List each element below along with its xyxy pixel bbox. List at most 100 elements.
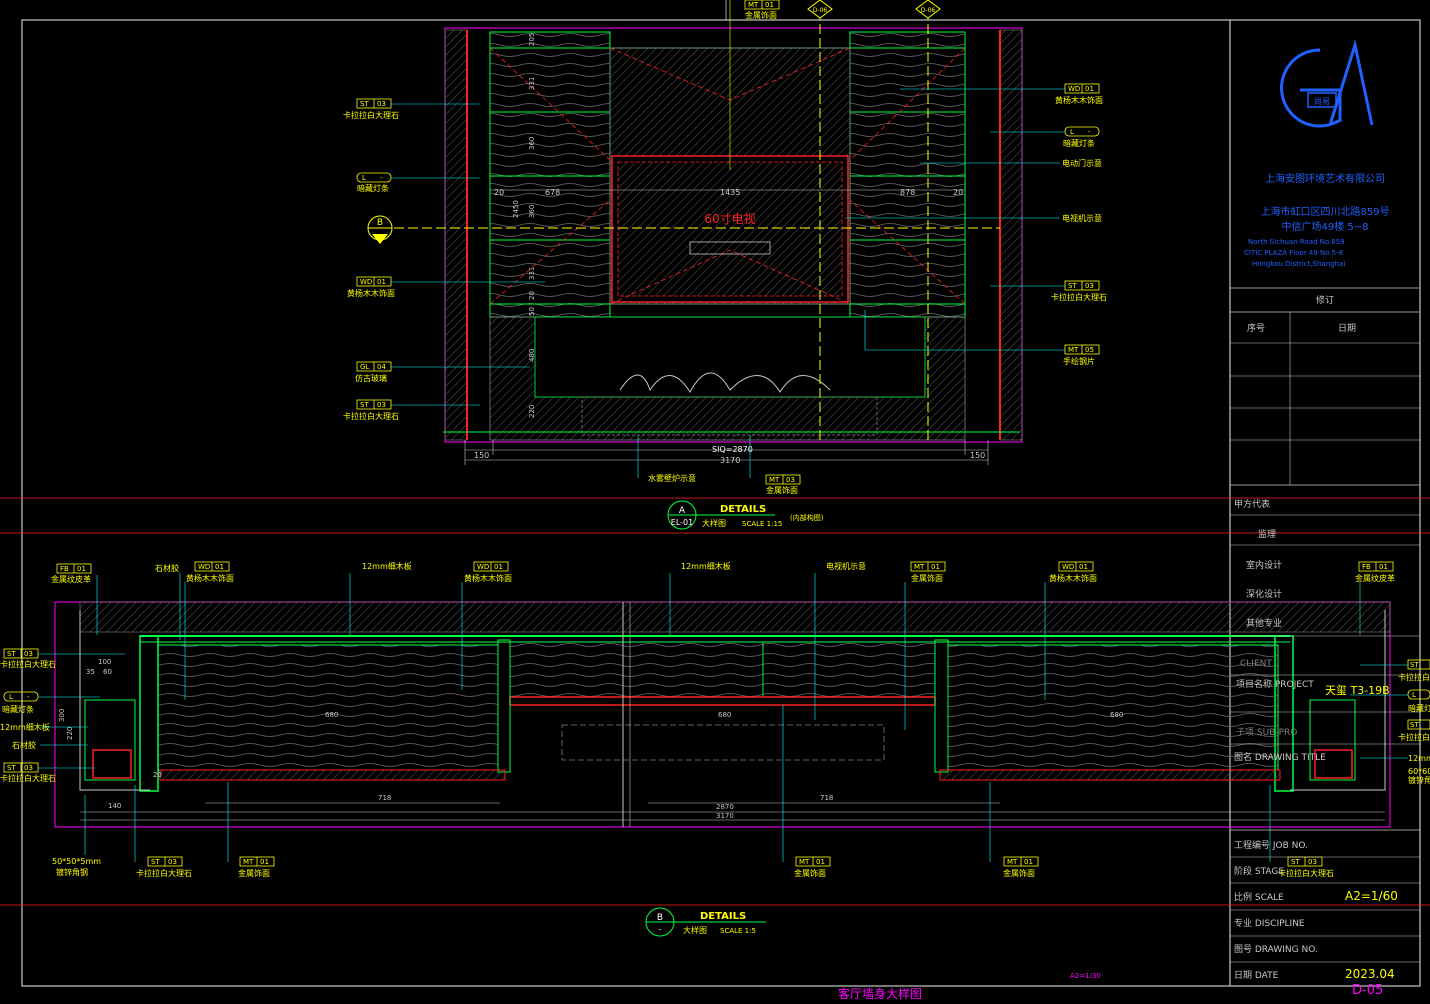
address-cn-2: 中信广场49楼 5~8: [1281, 220, 1368, 233]
dim-label: 331: [528, 77, 536, 90]
svg-text:WD: WD: [360, 278, 372, 286]
callouts-b-bottom: 50*50*5mm 镀锌角钢 ST 03 卡拉拉白大理石 MT 01 金属饰面 …: [52, 705, 1334, 878]
date-value: 2023.04: [1345, 967, 1395, 981]
title-a: A EL-01 DETAILS 大样图 SCALE 1:15 (内部构图): [667, 500, 824, 530]
dim-label: 150: [970, 451, 985, 460]
column-header-no: 序号: [1247, 322, 1265, 334]
svg-text:金属饰面: 金属饰面: [911, 573, 943, 583]
section-marker: D-06: [915, 0, 941, 19]
callouts-b-left: ST 03 卡拉拉白大理石 L - 暗藏灯条 12mm细木板 石材胶 ST 03…: [0, 648, 125, 783]
title-b: B - DETAILS 大样图 SCALE 1:5: [645, 907, 766, 937]
svg-text:金属纹皮革: 金属纹皮革: [1355, 573, 1395, 583]
dim-label: 150: [474, 451, 489, 460]
material-callout: FB 01 金属纹皮革: [51, 563, 98, 635]
material-callout: 水雾壁炉示意: [637, 435, 696, 483]
dim-label: 35: [86, 668, 95, 676]
svg-text:DETAILS: DETAILS: [720, 504, 766, 515]
svg-text:60*60*5mm: 60*60*5mm: [1408, 767, 1430, 776]
svg-text:-: -: [380, 174, 383, 182]
job-no-label: 工程编号 JOB NO.: [1234, 839, 1308, 851]
material-callout: MT 01 金属饰面: [904, 561, 946, 730]
address-cn: 上海市虹口区四川北路859号: [1260, 205, 1389, 218]
material-callout: 60*60*5mm 镀锌角钢: [1408, 767, 1430, 785]
svg-text:WD: WD: [198, 563, 210, 571]
svg-text:FB: FB: [60, 565, 69, 573]
address-en: CITIC PLAZA Floor 49 No.5-8: [1244, 249, 1343, 257]
material-callout: 12mm细木板: [349, 561, 412, 636]
dim-label: 220: [66, 727, 74, 740]
title-block: 尚易 上海安图环境艺术有限公司 上海市虹口区四川北路859号 中信广场49楼 5…: [1230, 39, 1420, 998]
title-row-label: 项目名称 PROJECT: [1236, 678, 1314, 690]
dim-label: 60: [103, 668, 112, 676]
svg-text:03: 03: [377, 401, 386, 409]
svg-text:03: 03: [1085, 282, 1094, 290]
svg-text:MT: MT: [1007, 858, 1018, 866]
svg-text:金属饰面: 金属饰面: [766, 485, 798, 495]
material-callout: 12mm细木板: [669, 561, 731, 636]
material-callout: 电动门示意: [920, 158, 1102, 168]
dim-label: 680: [1110, 711, 1123, 719]
material-callout: MT 01 金属饰面: [227, 782, 275, 878]
dim-label: 718: [820, 794, 833, 802]
svg-text:L: L: [1070, 128, 1074, 136]
svg-text:01: 01: [931, 563, 940, 571]
material-callout: 12mm细木板: [0, 722, 88, 732]
dim-label: 2870: [716, 803, 734, 811]
sheet-border: [21, 19, 1421, 987]
material-callout: 电视机示意: [845, 213, 1102, 223]
svg-text:石材胶: 石材胶: [12, 740, 36, 750]
svg-text:卡拉拉白大理石: 卡拉拉白大理石: [0, 659, 56, 669]
dim-label: 205: [528, 33, 536, 46]
svg-text:01: 01: [1024, 858, 1033, 866]
dim-label: 680: [325, 711, 338, 719]
svg-text:暗藏灯条: 暗藏灯条: [2, 704, 34, 714]
svg-text:B: B: [377, 218, 383, 228]
svg-text:金属饰面: 金属饰面: [745, 10, 777, 20]
material-callout: ST 03 卡拉拉白大理石: [134, 785, 192, 878]
svg-text:03: 03: [168, 858, 177, 866]
callouts-a-right: WD 01 黄杨木木饰面 L - 暗藏灯条 电动门示意 电视机示意 ST 03 …: [845, 83, 1107, 366]
svg-text:卡拉拉白大理石: 卡拉拉白大理石: [136, 868, 192, 878]
svg-text:暗藏灯条: 暗藏灯条: [1063, 138, 1095, 148]
svg-text:卡拉拉白大理石: 卡拉拉白大理石: [343, 110, 399, 120]
svg-text:卡拉拉白大理石: 卡拉拉白大理石: [1051, 292, 1107, 302]
svg-text:金属纹皮革: 金属纹皮革: [51, 574, 91, 584]
svg-text:-: -: [27, 693, 30, 701]
material-callout: MT 01 金属饰面: [989, 782, 1039, 878]
dim-label: 680: [718, 711, 731, 719]
svg-text:大样图: 大样图: [702, 518, 726, 528]
callouts-b-top: FB 01 金属纹皮革 石材胶 WD 01 黄杨木木饰面 12mm细木板 WD …: [51, 561, 1395, 730]
address-en: Hongkou District,Shanghai: [1252, 260, 1345, 268]
material-callout: FB 01 金属纹皮革: [1355, 561, 1395, 635]
svg-text:04: 04: [377, 363, 386, 371]
material-callout: ST 03 卡拉拉白大理石: [990, 280, 1107, 302]
dim-label: 3170: [716, 812, 734, 820]
dim-label: 1435: [720, 188, 740, 197]
dim-label: 2450: [512, 200, 520, 218]
material-callout: ST 03 卡拉拉白大理石: [343, 98, 480, 120]
tv-label: 60寸电视: [704, 211, 755, 226]
svg-text:MT: MT: [799, 858, 810, 866]
svg-text:手绘钢片: 手绘钢片: [1063, 356, 1095, 366]
dim-label: 20: [494, 188, 504, 197]
svg-text:黄杨木木饰面: 黄杨木木饰面: [347, 288, 395, 298]
svg-text:水雾壁炉示意: 水雾壁炉示意: [648, 473, 696, 483]
dim-label: 718: [378, 794, 391, 802]
svg-text:WD: WD: [1062, 563, 1074, 571]
svg-text:ST: ST: [7, 650, 16, 658]
svg-text:暗藏灯条: 暗藏灯条: [1408, 703, 1430, 713]
svg-text:01: 01: [77, 565, 86, 573]
drawing-title: 客厅墙身大样图: [838, 986, 922, 1001]
svg-text:WD: WD: [1068, 85, 1080, 93]
svg-text:A: A: [679, 506, 686, 516]
scale-note: A2=1/30: [1070, 972, 1101, 980]
title-row-label: 深化设计: [1246, 588, 1282, 600]
dim-label: 360: [528, 137, 536, 150]
svg-text:WD: WD: [477, 563, 489, 571]
material-callout: L - 暗藏灯条: [356, 172, 480, 193]
dim-label: 100: [98, 658, 111, 666]
svg-text:50*50*5mm: 50*50*5mm: [52, 857, 101, 866]
dim-label: 3170: [720, 456, 740, 465]
material-callout: ST 03 卡拉拉白大理石: [0, 648, 125, 669]
